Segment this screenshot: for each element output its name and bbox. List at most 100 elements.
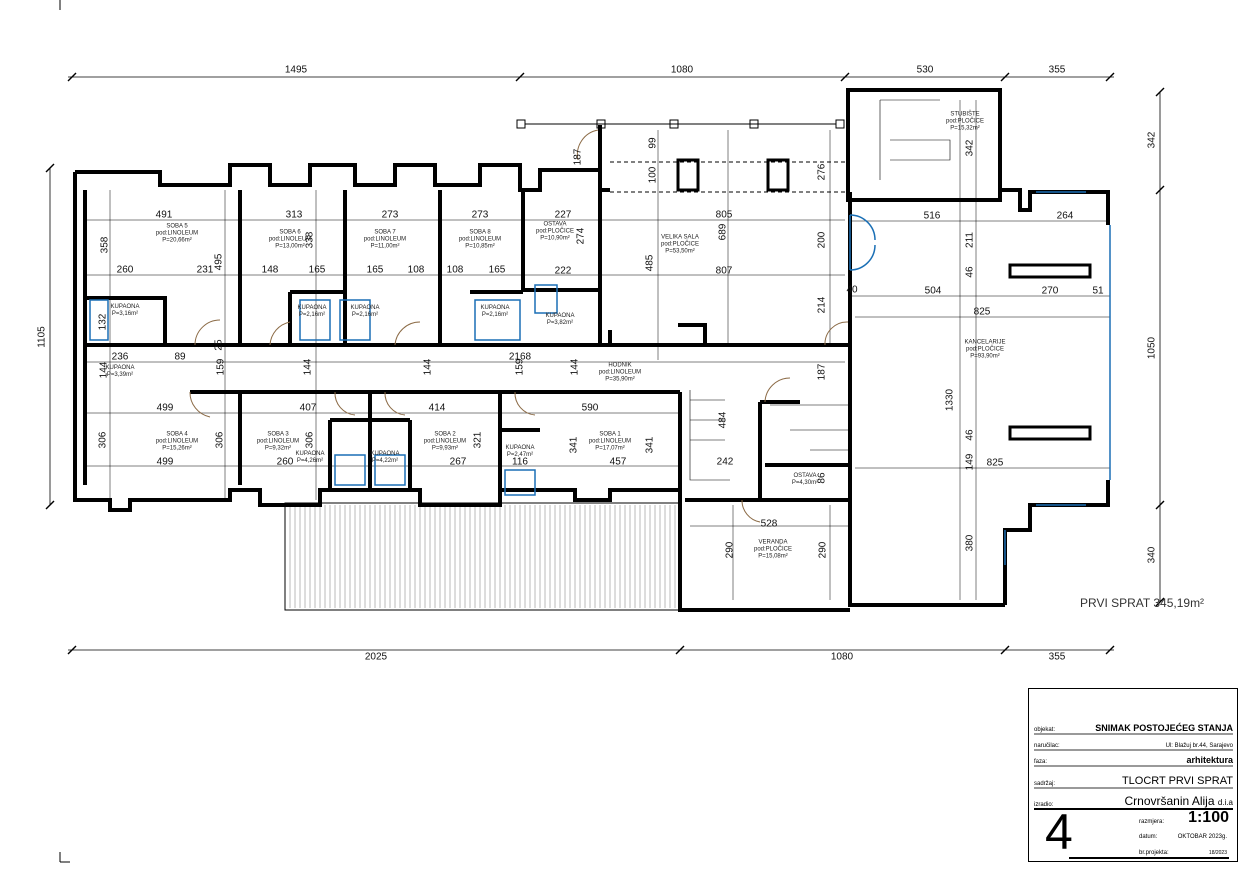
room-name: HODNIK bbox=[608, 362, 632, 369]
razmjera-label: razmjera: bbox=[1139, 819, 1165, 825]
dimension-label: 159 bbox=[514, 358, 526, 376]
room-area: P=3,39m² bbox=[106, 372, 134, 378]
room-floor: pod:LINOLEUM bbox=[458, 236, 502, 243]
dimension-label: 273 bbox=[381, 209, 399, 221]
dimension-label: 165 bbox=[308, 264, 326, 276]
datum-value: OKTOBAR 2023g. bbox=[1177, 834, 1227, 840]
dimension-label: 306 bbox=[304, 431, 316, 449]
room-name: VELIKA SALA bbox=[661, 234, 699, 241]
dimension-label: 165 bbox=[366, 264, 384, 276]
dimension-label: 51 bbox=[1092, 285, 1104, 297]
dimension-label: 211 bbox=[964, 232, 976, 248]
dim-top-3: 530 bbox=[916, 64, 934, 76]
room-area: P=2,47m² bbox=[506, 452, 534, 458]
dim-bottom-1: 2025 bbox=[364, 651, 388, 663]
room-area: P=93,90m² bbox=[970, 353, 1000, 360]
room-floor: pod:PLOČICE bbox=[753, 546, 793, 553]
datum-label: datum: bbox=[1139, 834, 1158, 840]
room-name: KUPAONA bbox=[350, 305, 380, 311]
dim-bottom-2: 1080 bbox=[830, 651, 854, 663]
dimension-label: 144 bbox=[302, 358, 314, 376]
stairs bbox=[689, 99, 951, 481]
room-area: P=10,90m² bbox=[540, 235, 570, 242]
room-floor: pod:LINOLEUM bbox=[155, 230, 199, 237]
dimension-label: 108 bbox=[407, 264, 425, 276]
broj-label: br.projekta: bbox=[1139, 850, 1169, 856]
room-name: KUPAONA bbox=[480, 305, 510, 311]
room-name: KUPAONA bbox=[297, 305, 327, 311]
dimension-label: 805 bbox=[715, 209, 733, 221]
dimension-label: 338 bbox=[304, 231, 316, 249]
dimension-label: 290 bbox=[724, 541, 736, 559]
dimension-label: 276 bbox=[816, 163, 828, 181]
room-dimension-lines bbox=[85, 100, 1110, 600]
room-area: P=15,08m² bbox=[758, 553, 788, 560]
room-area: P=4,26m² bbox=[296, 458, 324, 464]
dimension-label: 528 bbox=[760, 518, 778, 530]
room-area: P=4,30m² bbox=[791, 480, 819, 486]
room-area: P=17,07m² bbox=[595, 445, 625, 452]
room-floor: pod:LINOLEUM bbox=[588, 438, 632, 445]
broj-value: 18/2023 bbox=[1208, 850, 1227, 856]
dimension-label: 100 bbox=[647, 166, 659, 184]
dimension-label: 149 bbox=[964, 453, 976, 471]
dimension-label: 222 bbox=[554, 265, 572, 277]
objekat-value: SNIMAK POSTOJEĆEG STANJA bbox=[1095, 723, 1233, 733]
dimension-label: 144 bbox=[422, 358, 434, 376]
dim-bottom-3: 355 bbox=[1048, 651, 1066, 663]
sadrzaj-label: sadržaj: bbox=[1034, 781, 1056, 787]
dimension-label: 380 bbox=[964, 534, 976, 552]
doors bbox=[189, 129, 849, 523]
dimension-label: 457 bbox=[609, 456, 627, 468]
dimension-label: 807 bbox=[715, 265, 733, 277]
narucilac-label: naručilac: bbox=[1034, 743, 1060, 749]
room-name: SOBA 4 bbox=[166, 431, 188, 438]
dimension-label: 187 bbox=[816, 363, 828, 381]
overall-dimension-lines bbox=[45, 72, 1165, 655]
room-floor: pod:PLOČICE bbox=[965, 346, 1005, 353]
room-area: P=20,66m² bbox=[162, 237, 192, 244]
dimension-label: 590 bbox=[581, 402, 599, 414]
dimension-label: 214 bbox=[816, 296, 828, 314]
dim-top-2: 1080 bbox=[670, 64, 694, 76]
dimension-label: 25 bbox=[213, 339, 225, 351]
faza-label: faza: bbox=[1034, 759, 1048, 765]
room-area: P=15,26m² bbox=[162, 445, 192, 452]
dimension-label: 825 bbox=[986, 457, 1004, 469]
dimension-label: 46 bbox=[964, 429, 976, 441]
dimension-label: 148 bbox=[261, 264, 279, 276]
izradio-value: Crnovršanin Alija d.i.a bbox=[1124, 794, 1233, 808]
dimension-label: 341 bbox=[644, 436, 656, 454]
dimension-label: 270 bbox=[1041, 285, 1059, 297]
sadrzaj-value: TLOCRT PRVI SPRAT bbox=[1121, 775, 1233, 787]
room-name: KUPAONA bbox=[545, 313, 575, 319]
room-area: P=2,16m² bbox=[351, 312, 379, 318]
dimension-label: 132 bbox=[97, 313, 109, 331]
dimension-label: 516 bbox=[923, 210, 941, 222]
room-area: P=3,16m² bbox=[111, 311, 139, 317]
dimension-label: 264 bbox=[1056, 210, 1074, 222]
dimension-label: 407 bbox=[299, 402, 317, 414]
dimension-label: 499 bbox=[156, 402, 174, 414]
dimension-label: 290 bbox=[817, 541, 829, 559]
dimension-label: 260 bbox=[116, 264, 134, 276]
dimension-label: 46 bbox=[964, 266, 976, 278]
room-floor: pod:PLOČICE bbox=[945, 118, 985, 125]
room-name: OSTAVA bbox=[793, 473, 817, 479]
narucilac-value: Ul: Blažuj br.44, Sarajevo bbox=[1165, 743, 1233, 749]
room-floor: pod:PLOČICE bbox=[535, 228, 575, 235]
room-area: P=35,90m² bbox=[605, 376, 635, 383]
